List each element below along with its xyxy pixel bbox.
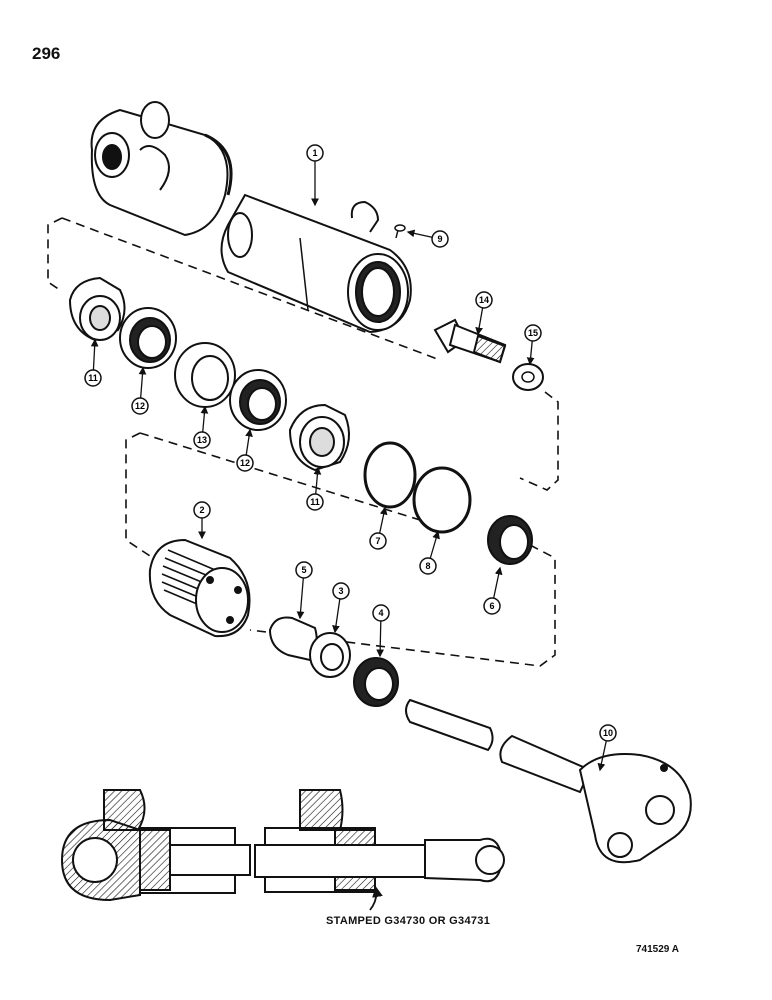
o-ring: [363, 441, 417, 509]
barrel-clevis-end: [90, 101, 233, 237]
callout-circle: [236, 454, 254, 472]
callout-circle: [483, 597, 501, 615]
callout-label: 12: [135, 401, 145, 411]
callout-label: 13: [197, 435, 207, 445]
callout-5: 5: [295, 561, 313, 620]
callout-circle: [599, 724, 617, 742]
callout-10: 10: [597, 724, 617, 772]
callout-circle: [193, 431, 211, 449]
cross-section-assembly: [60, 789, 505, 902]
callout-label: 14: [479, 295, 489, 305]
callout-circle: [372, 604, 390, 622]
rod-seal: [309, 632, 351, 678]
wear-ring-lower: [288, 403, 350, 472]
callout-label: 15: [528, 328, 538, 338]
callout-14: 14: [475, 291, 493, 336]
callout-7: 7: [369, 506, 388, 550]
callout-label: 12: [240, 458, 250, 468]
page-number: 296: [32, 44, 61, 63]
barrel-tube: [220, 193, 412, 334]
callout-circle: [193, 501, 211, 519]
wear-ring-upper: [68, 276, 126, 342]
callout-label: 9: [437, 234, 442, 244]
callout-circle: [306, 493, 324, 511]
packing-ring-2: [229, 369, 287, 431]
callout-circle: [475, 291, 493, 309]
callout-11: 11: [84, 338, 102, 387]
callout-12: 12: [131, 366, 149, 415]
packing-ring-1: [119, 307, 177, 369]
piston-rod: [405, 698, 692, 864]
callout-label: 11: [310, 497, 320, 507]
callout-label: 11: [88, 373, 98, 383]
callout-circle: [84, 369, 102, 387]
callout-13: 13: [193, 405, 211, 449]
retaining-ring: [353, 657, 399, 707]
callout-3: 3: [332, 582, 350, 634]
callout-15: 15: [524, 324, 542, 366]
stamp-note: STAMPED G34730 OR G34731: [326, 915, 491, 927]
callout-label: 1: [312, 148, 317, 158]
callout-circle: [419, 557, 437, 575]
callout-label: 2: [199, 505, 204, 515]
callout-label: 3: [338, 586, 343, 596]
callout-2: 2: [193, 501, 211, 540]
stamp-arrow: [369, 886, 383, 911]
callout-12: 12: [236, 428, 254, 472]
callout-circle: [295, 561, 313, 579]
bolt: [433, 318, 507, 364]
callout-circle: [369, 532, 387, 550]
callout-6: 6: [483, 566, 503, 615]
callout-circle: [431, 230, 449, 248]
figure-id: 741529 A: [636, 944, 679, 955]
callout-circle: [332, 582, 350, 600]
callout-4: 4: [372, 604, 390, 658]
spacer-ring: [174, 342, 236, 408]
callout-label: 5: [301, 565, 306, 575]
callout-label: 6: [489, 601, 494, 611]
set-screw: [394, 224, 406, 239]
callout-8: 8: [419, 530, 440, 575]
callout-label: 7: [375, 536, 380, 546]
dashed-group-upper: [47, 217, 559, 491]
dashed-group-lower: [125, 432, 556, 667]
callout-label: 4: [378, 608, 383, 618]
cylinder-head: [148, 538, 251, 638]
callout-circle: [306, 144, 324, 162]
callout-circle: [524, 324, 542, 342]
callout-label: 8: [425, 561, 430, 571]
callout-11: 11: [306, 466, 324, 511]
callout-1: 1: [306, 144, 324, 207]
wiper-seal: [487, 515, 533, 565]
callout-9: 9: [406, 229, 449, 248]
callout-label: 10: [603, 728, 613, 738]
backup-ring: [412, 466, 472, 534]
callout-circle: [131, 397, 149, 415]
